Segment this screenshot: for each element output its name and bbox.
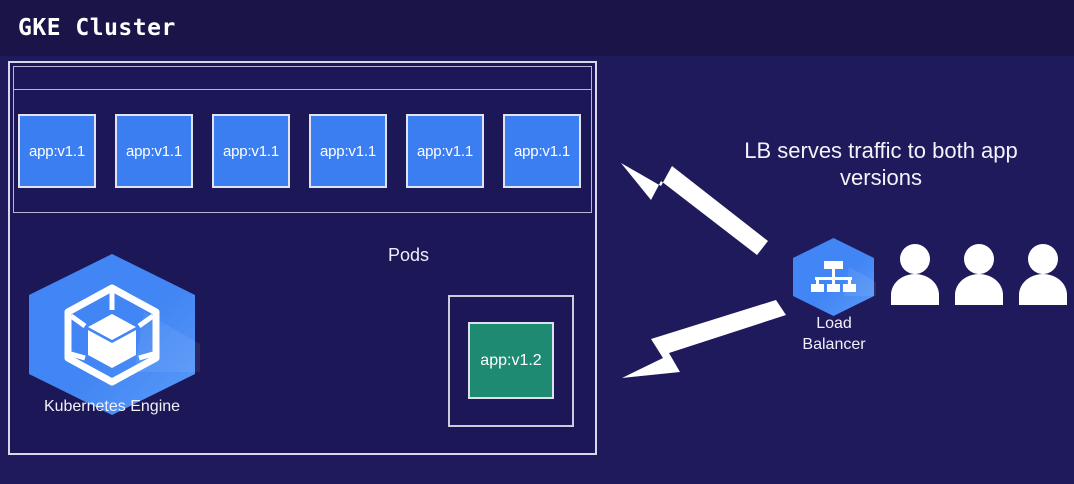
load-balancer-hexagon-icon	[791, 237, 876, 317]
canary-pod-container	[448, 295, 574, 427]
kubernetes-engine-label: Kubernetes Engine	[43, 398, 181, 415]
arrow-lb-to-v1-2-pod	[622, 300, 786, 378]
pods-label: Pods	[388, 245, 430, 265]
load-balancer-label-line1: Load	[816, 315, 852, 332]
pod-app-v1-1[interactable]: app:v1.1	[309, 114, 387, 188]
load-balancer-label-line2: Balancer	[802, 336, 866, 353]
pod-app-v1-2[interactable]: app:v1.2	[468, 322, 554, 399]
slide-top-band	[0, 0, 1074, 56]
user-person-icon	[890, 243, 940, 306]
load-balancer-label: Load Balancer	[778, 313, 890, 355]
user-person-icon	[1018, 243, 1068, 306]
node-pool-header-strip	[13, 66, 592, 90]
pod-row-v1-1: app:v1.1 app:v1.1 app:v1.1 app:v1.1 app:…	[18, 114, 581, 188]
users-group	[890, 243, 1068, 306]
node-pool-container	[13, 66, 592, 213]
page-title: GKE Cluster	[18, 15, 176, 41]
kubernetes-engine-hexagon-icon	[24, 252, 200, 417]
user-person-icon	[954, 243, 1004, 306]
pod-app-v1-1[interactable]: app:v1.1	[115, 114, 193, 188]
lb-annotation-text: LB serves traffic to both app versions	[744, 138, 1018, 190]
pod-app-v1-1[interactable]: app:v1.1	[406, 114, 484, 188]
pod-app-v1-1[interactable]: app:v1.1	[503, 114, 581, 188]
pod-app-v1-1[interactable]: app:v1.1	[212, 114, 290, 188]
pod-app-v1-1[interactable]: app:v1.1	[18, 114, 96, 188]
